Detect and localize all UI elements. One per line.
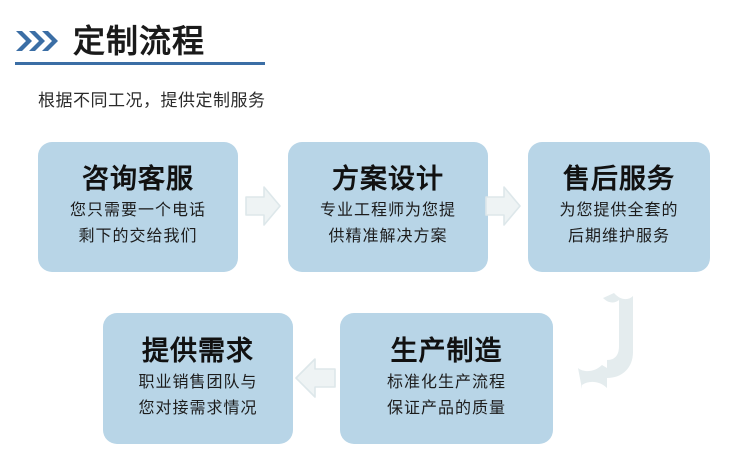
- page-title: 定制流程: [73, 23, 206, 59]
- flow-step-card[interactable]: 咨询客服 您只需要一个电话 剩下的交给我们: [38, 142, 238, 272]
- title-underline: [15, 62, 265, 65]
- flow-step-card[interactable]: 提供需求 职业销售团队与 您对接需求情况: [103, 313, 293, 444]
- flow-step-desc-line1: 标准化生产流程: [386, 371, 506, 391]
- header-title-row: 定制流程: [15, 14, 265, 58]
- flow-step-desc-line1: 为您提供全套的: [559, 200, 679, 219]
- flow-step-desc-line2: 剩下的交给我们: [78, 226, 198, 245]
- flow-step-desc-line1: 您只需要一个电话: [69, 200, 206, 219]
- arrow-right-icon: [244, 185, 282, 227]
- flow-step-desc-line1: 职业销售团队与: [138, 371, 258, 391]
- arrow-right-icon: [484, 185, 522, 227]
- arrow-curved-down-left-icon: [575, 290, 645, 405]
- flow-step-card[interactable]: 方案设计 专业工程师为您提 供精准解决方案: [288, 142, 488, 272]
- flow-step-desc-line2: 您对接需求情况: [138, 397, 258, 417]
- arrow-left-icon: [293, 356, 337, 400]
- flow-step-card[interactable]: 售后服务 为您提供全套的 后期维护服务: [528, 142, 710, 272]
- page-header: 定制流程: [15, 14, 265, 65]
- flow-step-title: 方案设计: [332, 164, 444, 194]
- triple-chevron-right-icon: [15, 28, 61, 54]
- flow-step-desc-line1: 专业工程师为您提: [319, 200, 456, 219]
- flow-step-title: 生产制造: [390, 335, 503, 366]
- flow-step-title: 咨询客服: [82, 164, 194, 194]
- flow-step-desc-line2: 供精准解决方案: [328, 226, 448, 245]
- flow-step-desc-line2: 后期维护服务: [567, 226, 670, 245]
- flow-step-card[interactable]: 生产制造 标准化生产流程 保证产品的质量: [340, 313, 553, 444]
- flow-step-title: 提供需求: [142, 335, 254, 366]
- flow-step-title: 售后服务: [563, 164, 675, 194]
- flow-step-desc-line2: 保证产品的质量: [386, 397, 506, 417]
- page-subtitle: 根据不同工况，提供定制服务: [38, 91, 266, 110]
